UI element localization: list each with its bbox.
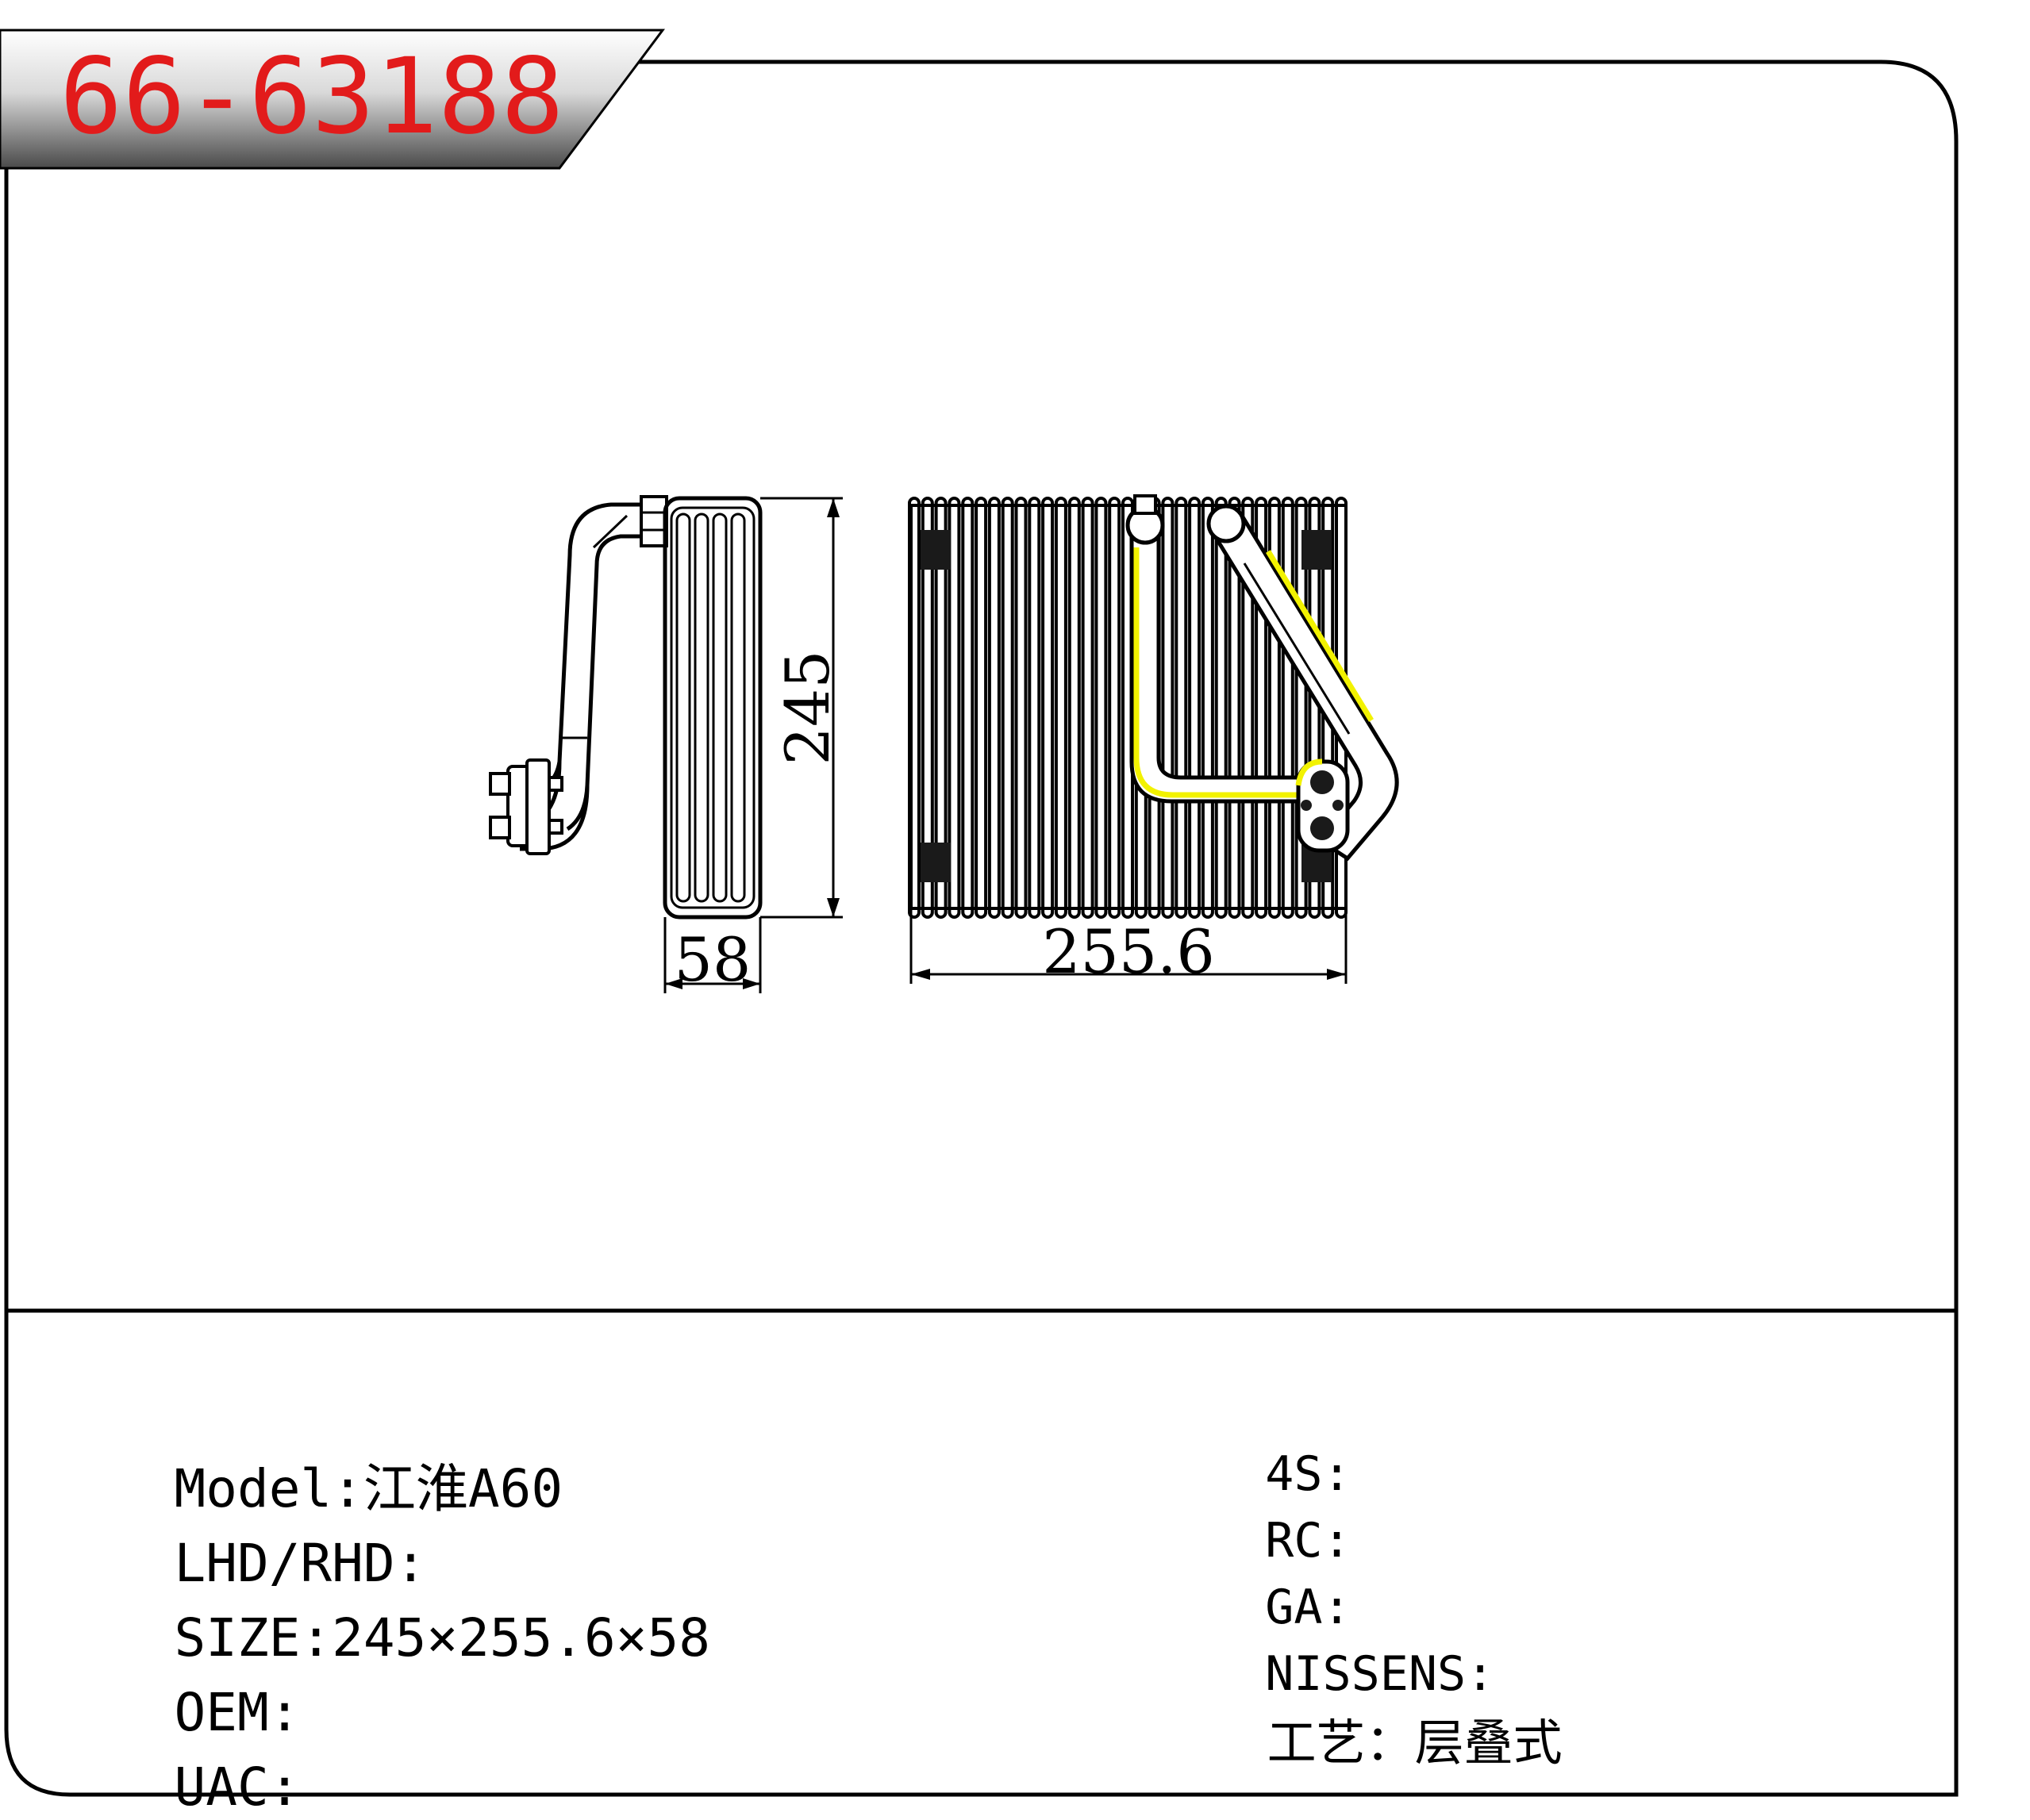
spec-4s: 4S:: [1208, 1403, 1351, 1498]
spec-oem-key: OEM:: [174, 1682, 301, 1743]
spec-4s-key: 4S:: [1265, 1446, 1351, 1502]
evaporator-fin: [1067, 497, 1081, 919]
evaporator-fin: [921, 497, 934, 919]
spec-nissens-key: NISSENS:: [1265, 1646, 1495, 1702]
sheet-frame: [4, 60, 1959, 1797]
spec-size: SIZE:245×255.6×58: [111, 1560, 710, 1664]
evaporator-side-view-icon: [640, 495, 763, 920]
dimension-height-label: 245: [772, 650, 843, 765]
dimension-depth-label: 58: [675, 924, 752, 995]
spec-model: Model:江淮A60: [111, 1411, 563, 1515]
evaporator-fin: [1081, 497, 1094, 919]
evaporator-fin: [975, 497, 988, 919]
evaporator-fin: [948, 497, 961, 919]
evaporator-fin: [934, 497, 948, 919]
evaporator-fin: [987, 497, 1001, 919]
spec-rc: RC:: [1208, 1469, 1351, 1565]
evaporator-fin: [1108, 497, 1121, 919]
evaporator-fin: [1175, 497, 1188, 919]
evaporator-fin: [1054, 497, 1067, 919]
spec-process-key: 工艺：: [1267, 1714, 1415, 1772]
evaporator-fin: [1214, 497, 1228, 919]
spec-uac-key: UAC:: [174, 1757, 301, 1818]
evaporator-front-view-icon: [908, 497, 1348, 919]
evaporator-fin: [1028, 497, 1041, 919]
evaporator-fin: [1188, 497, 1201, 919]
front-view-pipes: [1125, 494, 1399, 862]
evaporator-fin: [1014, 497, 1028, 919]
spec-model-key: Model:: [174, 1458, 363, 1519]
evaporator-fin: [1281, 497, 1294, 919]
title-banner: [0, 29, 665, 170]
flange-icon: [489, 758, 563, 855]
spec-oem: OEM:: [111, 1634, 300, 1739]
evaporator-fin: [1228, 497, 1241, 919]
spec-size-key: SIZE:: [174, 1607, 333, 1668]
spec-nissens: NISSENS:: [1208, 1603, 1494, 1698]
evaporator-fin: [1094, 497, 1108, 919]
dimension-height: [760, 497, 843, 919]
spec-lhd-rhd-key: LHD/RHD:: [174, 1533, 427, 1594]
dimension-width-label: 255.6: [1042, 916, 1215, 987]
spec-process-value: 层叠式: [1414, 1714, 1563, 1772]
evaporator-fin: [961, 497, 975, 919]
dimension-depth: [663, 917, 762, 993]
evaporator-fin: [1161, 497, 1175, 919]
part-number: 66-63188: [60, 36, 564, 158]
spec-size-value: 245×255.6×58: [332, 1607, 710, 1668]
spec-lhd-rhd: LHD/RHD:: [111, 1485, 426, 1590]
evaporator-fin: [1001, 497, 1014, 919]
evaporator-fin: [1241, 497, 1255, 919]
spec-model-value: 江淮A60: [363, 1458, 563, 1519]
spec-uac: UAC:: [111, 1709, 300, 1814]
spec-process: 工艺：层叠式: [1208, 1669, 1563, 1768]
dimension-width: [909, 908, 1348, 984]
spec-ga-key: GA:: [1265, 1580, 1351, 1635]
evaporator-fin: [1201, 497, 1214, 919]
evaporator-fin: [1041, 497, 1055, 919]
spec-rc-key: RC:: [1265, 1513, 1351, 1569]
spec-ga: GA:: [1208, 1536, 1351, 1631]
